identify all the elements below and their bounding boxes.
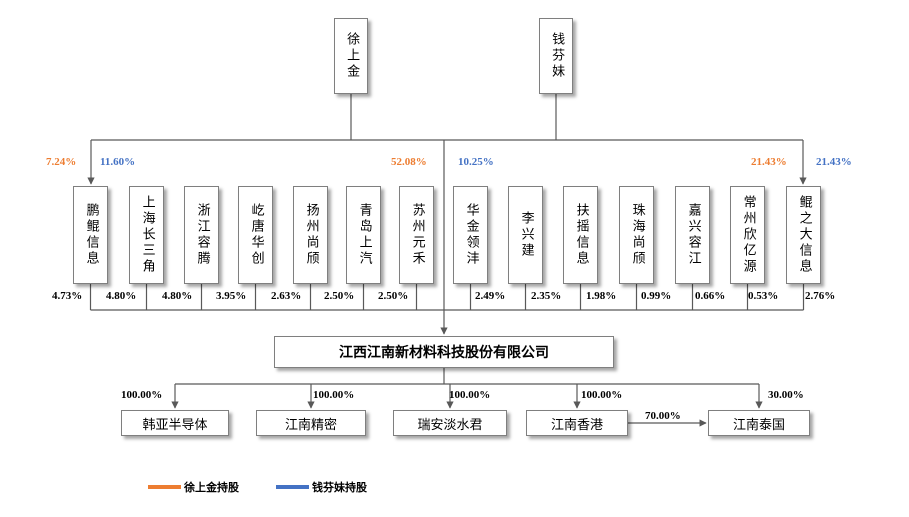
xu-stake-kunzhida: 21.43%: [751, 156, 787, 168]
shareholder-name: 常州欣亿源: [740, 195, 756, 275]
shareholder-stake: 4.73%: [52, 290, 83, 302]
shareholder-box: 珠海尚颀: [619, 186, 654, 284]
legend-xu-label: 徐上金持股: [184, 481, 239, 494]
shareholder-box: 上海长三角: [129, 186, 164, 284]
shareholder-stake: 0.66%: [695, 290, 726, 302]
main-company-name: 江西江南新材料科技股份有限公司: [339, 345, 549, 361]
shareholder-box: 鹏鲲信息: [73, 186, 108, 284]
legend-qian: 钱芬妹持股: [276, 479, 367, 495]
shareholder-stake: 2.63%: [271, 290, 302, 302]
xu-stake-company: 52.08%: [391, 156, 427, 168]
shareholder-stake: 4.80%: [106, 290, 137, 302]
shareholder-box: 扶摇信息: [563, 186, 598, 284]
subsidiary-box: 韩亚半导体: [121, 410, 229, 436]
subsidiary-stake: 30.00%: [768, 389, 804, 401]
holder-qian-fenmei: 钱芬妹: [539, 18, 573, 94]
shareholder-box: 李兴建: [508, 186, 543, 284]
shareholder-stake: 2.76%: [805, 290, 836, 302]
shareholder-box: 青岛上汽: [346, 186, 381, 284]
holder-xu-shangjin: 徐上金: [334, 18, 368, 94]
holder-qian-name: 钱芬妹: [549, 32, 565, 80]
subsidiary-stake: 100.00%: [313, 389, 355, 401]
shareholder-name: 扶摇信息: [573, 203, 589, 267]
shareholder-box: 苏州元禾: [399, 186, 434, 284]
subsidiary-name: 江南泰国: [732, 417, 785, 433]
shareholder-name: 珠海尚颀: [629, 203, 645, 267]
subsidiary-box: 江南香港: [526, 410, 628, 436]
shareholder-box: 鲲之大信息: [786, 186, 821, 284]
legend-qian-label: 钱芬妹持股: [312, 481, 367, 494]
shareholder-name: 华金领沣: [463, 203, 479, 267]
subsidiary-stake: 100.00%: [449, 389, 491, 401]
shareholder-name: 浙江容腾: [194, 203, 210, 267]
shareholder-box: 华金领沣: [453, 186, 488, 284]
shareholder-name: 嘉兴容江: [685, 203, 701, 267]
subsidiary-box: 江南泰国: [708, 410, 810, 436]
shareholder-stake: 1.98%: [586, 290, 617, 302]
shareholder-name: 上海长三角: [139, 195, 155, 275]
holder-xu-name: 徐上金: [344, 32, 360, 80]
shareholder-stake: 4.80%: [162, 290, 193, 302]
shareholder-name: 李兴建: [518, 211, 534, 259]
qian-stake-kunzhida: 21.43%: [816, 156, 852, 168]
shareholder-box: 嘉兴容江: [675, 186, 710, 284]
subsidiary-box: 瑞安淡水君: [393, 410, 507, 436]
shareholder-name: 苏州元禾: [409, 203, 425, 267]
shareholder-stake: 2.50%: [324, 290, 355, 302]
shareholder-stake: 0.99%: [641, 290, 672, 302]
shareholder-name: 鲲之大信息: [796, 195, 812, 275]
qian-stake-pengkun: 11.60%: [100, 156, 136, 168]
xu-stake-pengkun: 7.24%: [46, 156, 77, 168]
legend-xu: 徐上金持股: [148, 479, 239, 495]
shareholder-name: 屹唐华创: [248, 203, 264, 267]
subsidiary-box: 江南精密: [256, 410, 366, 436]
shareholder-stake: 2.49%: [475, 290, 506, 302]
legend-qian-swatch: [276, 485, 309, 489]
shareholder-box: 扬州尚颀: [293, 186, 328, 284]
shareholder-stake: 3.95%: [216, 290, 247, 302]
subsidiary-name: 韩亚半导体: [142, 417, 208, 433]
shareholder-box: 浙江容腾: [184, 186, 219, 284]
shareholder-stake: 2.35%: [531, 290, 562, 302]
shareholder-name: 青岛上汽: [356, 203, 372, 267]
shareholder-stake: 2.50%: [378, 290, 409, 302]
shareholder-name: 扬州尚颀: [303, 203, 319, 267]
main-company-box: 江西江南新材料科技股份有限公司: [274, 336, 614, 368]
shareholder-stake: 0.53%: [748, 290, 779, 302]
qian-stake-company: 10.25%: [458, 156, 494, 168]
subsidiary-stake: 100.00%: [581, 389, 623, 401]
shareholder-box: 常州欣亿源: [730, 186, 765, 284]
legend-xu-swatch: [148, 485, 181, 489]
subsidiary-name: 瑞安淡水君: [417, 417, 483, 433]
shareholder-name: 鹏鲲信息: [83, 203, 99, 267]
subsidiary-name: 江南香港: [550, 417, 603, 433]
shareholder-box: 屹唐华创: [238, 186, 273, 284]
hk-to-thailand-stake: 70.00%: [645, 410, 681, 422]
subsidiary-stake: 100.00%: [121, 389, 163, 401]
subsidiary-name: 江南精密: [284, 417, 337, 433]
